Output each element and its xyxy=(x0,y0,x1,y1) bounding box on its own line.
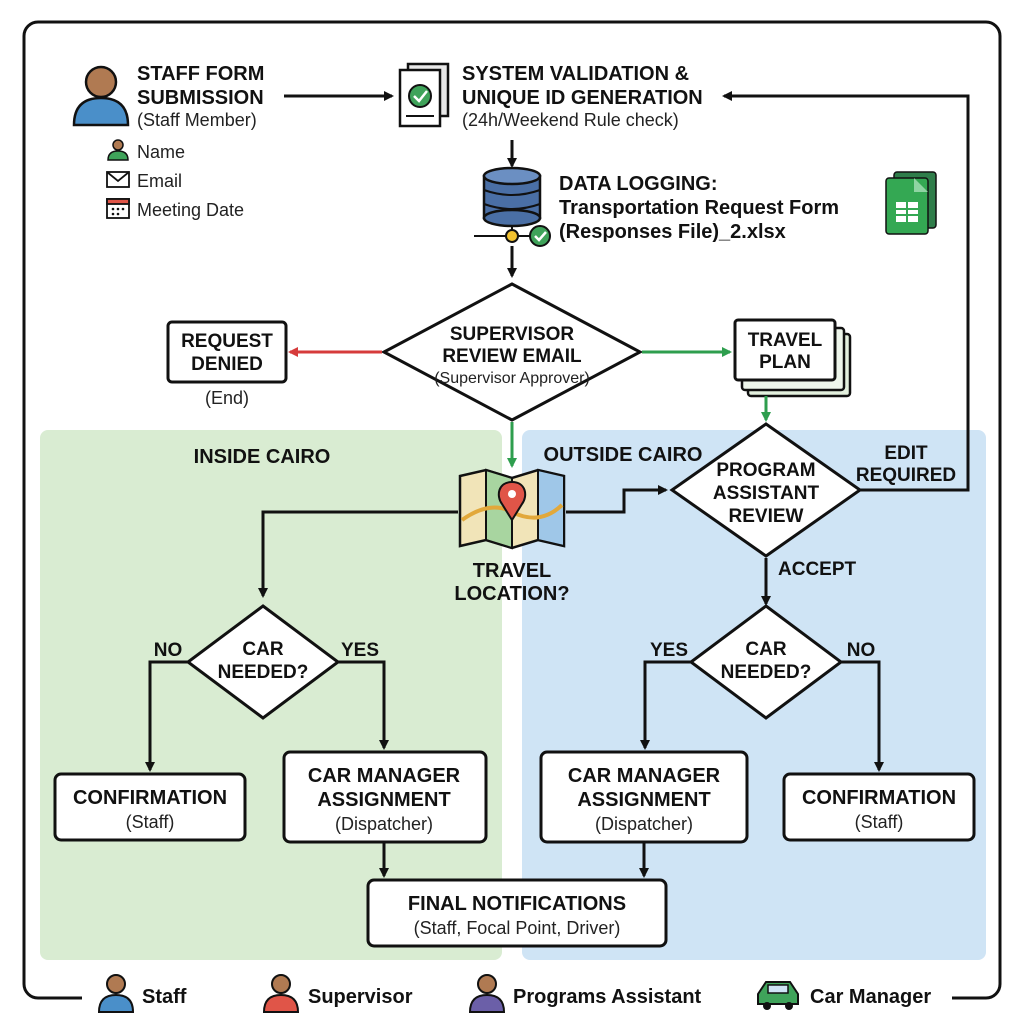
car-needed-inside-line-1: CAR xyxy=(242,639,283,660)
pa-line-2: ASSISTANT xyxy=(713,483,820,504)
pa-line-1: PROGRAM xyxy=(716,460,815,481)
assignment-inside-line-2: ASSIGNMENT xyxy=(317,789,450,811)
person-icon xyxy=(107,139,129,161)
legend-background xyxy=(82,972,952,1016)
supervisor-role: (Supervisor Approver) xyxy=(434,370,590,387)
travel-plan-box xyxy=(733,318,837,382)
edit-line-2: REQUIRED xyxy=(856,465,956,486)
field-email: Email xyxy=(137,171,182,191)
location-line-2: LOCATION? xyxy=(454,583,569,605)
confirmation-outside-role: (Staff) xyxy=(855,812,904,832)
database-icon xyxy=(482,166,542,228)
supervisor-legend-icon xyxy=(262,974,300,1013)
arrow-location-inside xyxy=(258,510,458,598)
submission-title-1: STAFF FORM xyxy=(137,63,264,85)
legend-car-manager: Car Manager xyxy=(810,986,931,1008)
logging-title: DATA LOGGING: xyxy=(559,173,718,195)
confirmation-inside-box xyxy=(53,772,247,842)
field-name: Name xyxy=(137,142,185,162)
accept-label: ACCEPT xyxy=(778,559,857,580)
arrow-edit-required-loop xyxy=(722,91,970,492)
inside-no-label: NO xyxy=(154,640,183,661)
arrow-outside-no xyxy=(841,660,884,772)
confirmation-outside-title: CONFIRMATION xyxy=(802,787,956,809)
final-notifications-box xyxy=(366,878,668,948)
location-line-1: TRAVEL xyxy=(473,560,552,582)
assignment-outside-role: (Dispatcher) xyxy=(595,814,693,834)
confirmation-inside-title: CONFIRMATION xyxy=(73,787,227,809)
assignment-outside-line-2: ASSIGNMENT xyxy=(577,789,710,811)
denied-end: (End) xyxy=(205,388,249,408)
denied-line-1: REQUEST xyxy=(181,331,273,352)
arrow-location-pa-review xyxy=(566,485,668,514)
travel-plan-line-1: TRAVEL xyxy=(748,330,823,351)
field-meeting-date: Meeting Date xyxy=(137,200,244,220)
car-icon xyxy=(757,981,799,1010)
arrow-inside-no xyxy=(145,660,188,772)
confirmation-outside-box xyxy=(782,772,976,842)
calendar-icon xyxy=(106,198,130,219)
spreadsheet-icon xyxy=(885,171,937,235)
car-needed-inside-diamond xyxy=(185,604,341,720)
legend-supervisor: Supervisor xyxy=(308,986,413,1008)
travel-plan-line-2: PLAN xyxy=(759,352,811,373)
car-needed-outside-diamond xyxy=(688,604,844,720)
denied-line-2: DENIED xyxy=(191,354,263,375)
assignment-outside-line-1: CAR MANAGER xyxy=(568,765,721,787)
car-needed-outside-line-2: NEEDED? xyxy=(721,662,812,683)
envelope-icon xyxy=(106,171,130,188)
staff-legend-icon xyxy=(97,974,135,1013)
submission-role: (Staff Member) xyxy=(137,110,257,130)
inside-cairo-label: INSIDE CAIRO xyxy=(194,446,331,468)
arrow-inside-yes xyxy=(338,660,389,750)
check-icon xyxy=(529,225,551,247)
final-title: FINAL NOTIFICATIONS xyxy=(408,893,626,915)
pa-line-3: REVIEW xyxy=(729,506,804,527)
pa-review-diamond xyxy=(669,422,863,558)
map-pin-icon xyxy=(458,468,566,550)
legend-staff: Staff xyxy=(142,986,187,1008)
assignment-inside-line-1: CAR MANAGER xyxy=(308,765,461,787)
outside-yes-label: YES xyxy=(650,640,688,661)
logging-line-1: Transportation Request Form xyxy=(559,197,839,219)
supervisor-review-diamond xyxy=(380,282,644,422)
assignment-inside-role: (Dispatcher) xyxy=(335,814,433,834)
arrow-outside-yes xyxy=(640,660,691,750)
logging-line-2: (Responses File)_2.xlsx xyxy=(559,221,786,243)
car-needed-inside-line-2: NEEDED? xyxy=(218,662,309,683)
final-roles: (Staff, Focal Point, Driver) xyxy=(414,918,621,938)
outside-no-label: NO xyxy=(847,640,876,661)
submission-title-2: SUBMISSION xyxy=(137,87,264,109)
edit-line-1: EDIT xyxy=(884,443,928,464)
validation-title-2: UNIQUE ID GENERATION xyxy=(462,87,703,109)
outside-cairo-label: OUTSIDE CAIRO xyxy=(544,444,703,466)
request-denied-box xyxy=(166,320,288,384)
programs-assistant-legend-icon xyxy=(468,974,506,1013)
inside-yes-label: YES xyxy=(341,640,379,661)
documents-check-icon xyxy=(398,62,450,128)
legend-programs-assistant: Programs Assistant xyxy=(513,986,702,1008)
validation-note: (24h/Weekend Rule check) xyxy=(462,110,679,130)
person-icon xyxy=(72,65,130,127)
supervisor-line-1: SUPERVISOR xyxy=(450,324,575,345)
status-dot xyxy=(505,229,519,243)
confirmation-inside-role: (Staff) xyxy=(126,812,175,832)
supervisor-line-2: REVIEW EMAIL xyxy=(442,346,582,367)
car-needed-outside-line-1: CAR xyxy=(745,639,786,660)
validation-title-1: SYSTEM VALIDATION & xyxy=(462,63,689,85)
